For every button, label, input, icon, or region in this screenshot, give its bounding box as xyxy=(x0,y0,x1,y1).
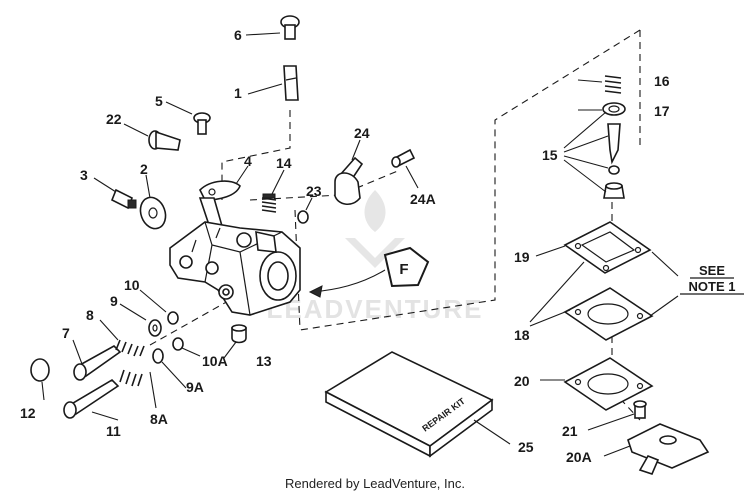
watermark-logo xyxy=(345,190,405,268)
callout-13: 13 xyxy=(256,353,272,369)
callout-21: 21 xyxy=(562,423,578,439)
part-4-lever[interactable] xyxy=(198,180,241,229)
part-2-throttle-plate[interactable] xyxy=(136,194,169,232)
callout-17: 17 xyxy=(654,103,670,119)
callout-4: 4 xyxy=(244,153,252,169)
part-12-welch-plug[interactable] xyxy=(30,358,50,382)
callout-18: 18 xyxy=(514,327,530,343)
part-14-spring[interactable] xyxy=(261,193,277,213)
part-5-screw[interactable] xyxy=(193,112,211,135)
callout-3: 3 xyxy=(80,167,88,183)
callout-24: 24 xyxy=(354,125,370,141)
part-8a-spring[interactable] xyxy=(119,369,143,387)
callout-22: 22 xyxy=(106,111,122,127)
part-10-oring[interactable] xyxy=(167,311,179,325)
part-24-elbow-fitting[interactable] xyxy=(334,156,364,205)
part-17-washer[interactable] xyxy=(602,102,626,116)
part-23-seat[interactable] xyxy=(297,210,309,224)
part-8-spring[interactable] xyxy=(115,339,145,357)
part-16-spring[interactable] xyxy=(604,75,622,94)
callout-25: 25 xyxy=(518,439,534,455)
part-22-pin[interactable] xyxy=(148,130,181,151)
reference-marker-label: F xyxy=(399,261,408,278)
callout-11: 11 xyxy=(106,423,121,439)
part-18-diaphragm[interactable] xyxy=(563,287,654,341)
callout-1: 1 xyxy=(234,85,242,101)
see-note-line2: NOTE 1 xyxy=(689,279,736,294)
callout-15: 15 xyxy=(542,147,558,163)
callout-24a: 24A xyxy=(410,191,436,207)
part-3-screw[interactable] xyxy=(110,188,137,210)
footer-credit: Rendered by LeadVenture, Inc. xyxy=(285,476,465,491)
callout-20a: 20A xyxy=(566,449,592,465)
carburetor-body[interactable] xyxy=(169,221,301,316)
callout-8: 8 xyxy=(86,307,94,323)
part-10a-oring[interactable] xyxy=(172,337,184,351)
see-note-line1: SEE xyxy=(699,263,725,278)
callout-23: 23 xyxy=(306,183,322,199)
see-note-1[interactable]: SEE NOTE 1 xyxy=(680,263,744,295)
callout-16: 16 xyxy=(654,73,670,89)
part-11-needle[interactable] xyxy=(63,378,120,419)
callout-labels: 6 1 5 22 3 2 4 14 23 24 24A 10 9 8 7 12 … xyxy=(20,27,670,465)
part-13-plug[interactable] xyxy=(231,324,247,344)
reference-marker-f[interactable] xyxy=(308,246,430,298)
part-25-repair-kit[interactable] xyxy=(324,351,494,458)
callout-19: 19 xyxy=(514,249,530,265)
callout-12: 12 xyxy=(20,405,36,421)
part-20a-cover[interactable] xyxy=(627,423,710,475)
part-19-gasket[interactable] xyxy=(563,221,652,274)
part-9-washer[interactable] xyxy=(148,319,162,337)
part-9a-washer[interactable] xyxy=(152,348,164,364)
callout-14: 14 xyxy=(276,155,292,171)
callout-6: 6 xyxy=(234,27,242,43)
part-20-gasket[interactable] xyxy=(563,357,654,411)
callout-5: 5 xyxy=(155,93,163,109)
part-21-screw[interactable] xyxy=(633,400,647,419)
callout-10: 10 xyxy=(124,277,140,293)
callout-8a: 8A xyxy=(150,411,168,427)
callout-9a: 9A xyxy=(186,379,204,395)
callout-9: 9 xyxy=(110,293,118,309)
part-7-needle[interactable] xyxy=(73,345,122,381)
callout-10a: 10A xyxy=(202,353,228,369)
part-1-shaft[interactable] xyxy=(283,65,299,101)
leader-lines xyxy=(41,32,679,457)
part-24a-fitting[interactable] xyxy=(391,148,416,168)
callout-2: 2 xyxy=(140,161,148,177)
callout-20: 20 xyxy=(514,373,530,389)
callout-7: 7 xyxy=(62,325,70,341)
part-6-screw[interactable] xyxy=(280,15,300,40)
part-15-inlet-needle-set[interactable] xyxy=(603,123,625,199)
